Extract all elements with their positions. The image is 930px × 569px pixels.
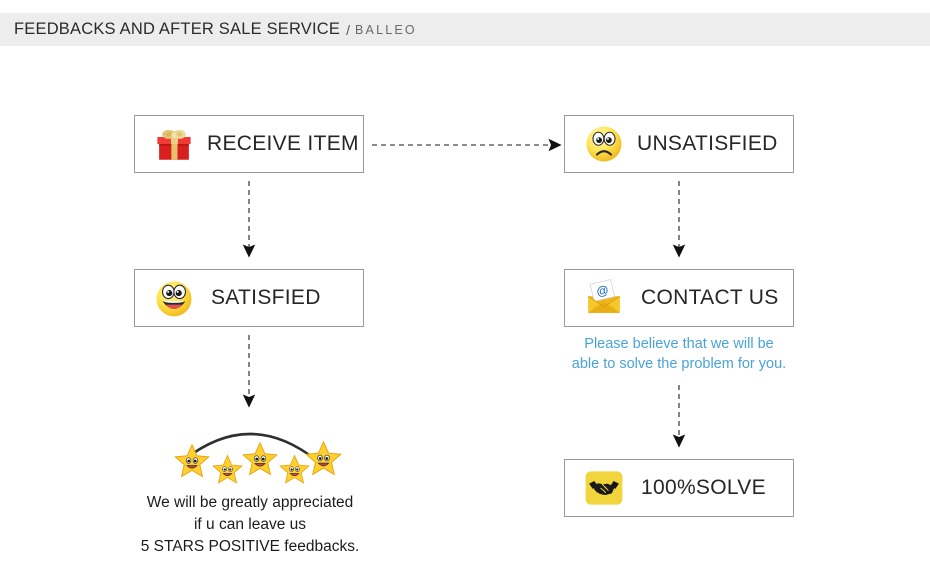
feedback-line-3: 5 STARS POSITIVE feedbacks.: [140, 538, 360, 555]
feedback-line-2: if u can leave us: [193, 516, 306, 533]
star-arc-line: [182, 432, 318, 462]
handshake-icon: [585, 471, 623, 505]
flow-box-label: UNSATISFIED: [637, 132, 778, 155]
svg-text:@: @: [595, 283, 610, 299]
flow-box-receive-item[interactable]: RECEIVE ITEM: [134, 115, 364, 173]
flow-box-satisfied[interactable]: SATISFIED: [134, 269, 364, 327]
email-envelope-icon: @: [588, 279, 620, 313]
smiling-star-icon: [305, 440, 342, 476]
contact-us-note: Please believe that we will be able to s…: [549, 334, 809, 374]
smiling-star-icon: [279, 454, 310, 484]
flow-box-label: RECEIVE ITEM: [207, 132, 359, 155]
note-line-2: able to solve the problem for you.: [571, 356, 787, 372]
feedback-request-note: We will be greatly appreciated if u can …: [100, 492, 400, 558]
flow-box-contact-us[interactable]: @ CONTACT US: [564, 269, 794, 327]
smiling-star-icon: [212, 454, 243, 484]
flow-box-100-percent-solve[interactable]: 100%SOLVE: [564, 459, 794, 517]
flow-box-label: SATISFIED: [211, 286, 321, 309]
flow-box-label: CONTACT US: [641, 286, 779, 309]
page-header: FEEDBACKS AND AFTER SALE SERVICE / BALLE…: [0, 13, 930, 46]
flow-box-unsatisfied[interactable]: UNSATISFIED: [564, 115, 794, 173]
smiling-star-icon: [242, 441, 278, 476]
smiling-star-icon: [174, 443, 210, 478]
header-separator: /: [346, 21, 351, 38]
sad-face-icon: [586, 126, 622, 162]
happy-face-icon: [156, 281, 192, 317]
gift-box-icon: [157, 129, 191, 160]
flow-box-label: 100%SOLVE: [641, 476, 766, 499]
page-title: FEEDBACKS AND AFTER SALE SERVICE: [14, 20, 341, 38]
five-stars-group: [170, 410, 342, 484]
note-line-1: Please believe that we will be: [584, 336, 774, 352]
feedback-line-1: We will be greatly appreciated: [146, 494, 354, 511]
brand-name: BALLEO: [355, 22, 417, 37]
